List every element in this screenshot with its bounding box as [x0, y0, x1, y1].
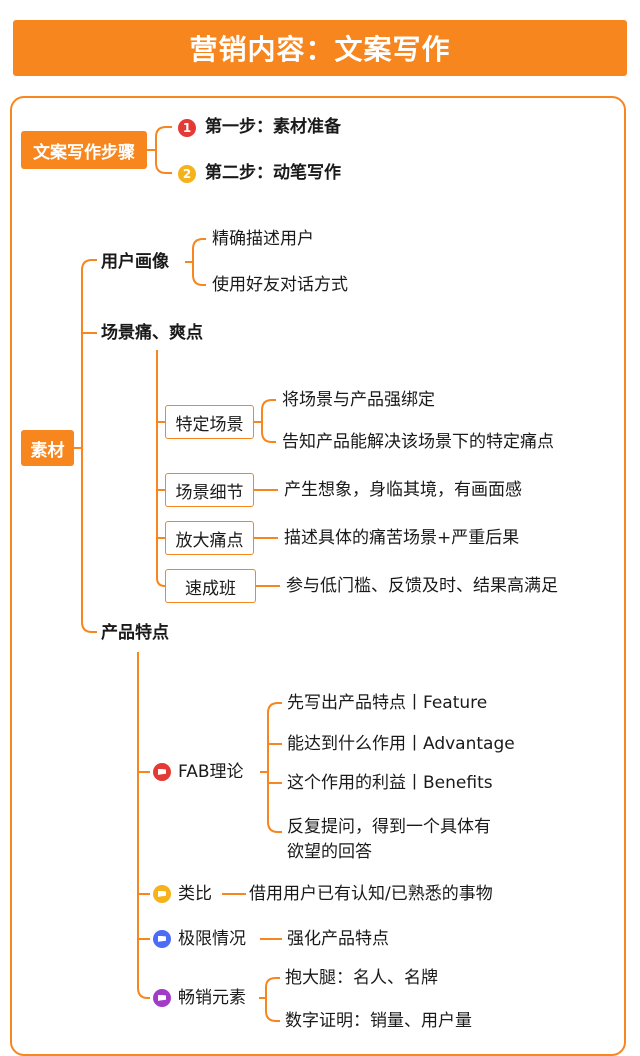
user-portrait-item-1: 精确描述用户 [212, 229, 314, 249]
bestseller-item-1: 抱大腿：名人、名牌 [285, 968, 438, 988]
connector-fab [260, 702, 282, 833]
scene-detail-label: 场景细节 [175, 482, 244, 503]
amplify-pain-label: 放大痛点 [175, 530, 244, 551]
fab-item-5: 欲望的回答 [287, 842, 372, 862]
steps-root-node: 文案写作步骤 [21, 131, 147, 169]
scene-node: 场景痛、爽点 [101, 323, 203, 343]
connector-scene-leaves [254, 489, 280, 587]
page-title: 营销内容：文案写作 [189, 33, 451, 66]
connector-scene [156, 350, 166, 587]
step-1-label: 第一步：素材准备 [205, 117, 341, 137]
crash-course-item-1: 参与低门槛、反馈及时、结果高满足 [286, 576, 558, 596]
title-banner: 营销内容：文案写作 [13, 20, 627, 76]
fab-item-2: 能达到什么作用丨Advantage [287, 734, 515, 754]
analogy-node: 类比 [178, 884, 212, 904]
product-node: 产品特点 [101, 623, 169, 643]
scene-detail-item-1: 产生想象，身临其境，有画面感 [284, 480, 522, 500]
specific-scene-node: 特定场景 [165, 405, 254, 439]
step-1-badge: 1 [178, 119, 196, 137]
amplify-pain-node: 放大痛点 [165, 521, 254, 555]
connector-analogy-extreme [222, 893, 282, 940]
amplify-pain-item-1: 描述具体的痛苦场景+严重后果 [284, 528, 520, 548]
step-2-label: 第二步：动笔写作 [205, 163, 341, 183]
crash-course-label: 速成班 [185, 578, 236, 599]
fab-node: FAB理论 [178, 762, 244, 782]
connector-specific-scene [254, 399, 276, 443]
bestseller-node: 畅销元素 [178, 988, 246, 1008]
user-portrait-node: 用户画像 [101, 252, 169, 272]
step-1-number: 1 [182, 121, 192, 135]
extreme-case-item-1: 强化产品特点 [287, 929, 389, 949]
material-root-label: 素材 [30, 440, 65, 461]
connector-steps [147, 126, 172, 174]
connector-material [74, 259, 97, 633]
material-root-node: 素材 [21, 430, 74, 466]
blue-flag-icon [153, 930, 171, 948]
step-2-number: 2 [182, 167, 192, 181]
steps-root-label: 文案写作步骤 [33, 142, 135, 163]
fab-item-4: 反复提问，得到一个具体有 [287, 817, 491, 837]
step-2-badge: 2 [178, 165, 196, 183]
user-portrait-item-2: 使用好友对话方式 [212, 275, 348, 295]
analogy-item-1: 借用用户已有认知/已熟悉的事物 [249, 884, 493, 904]
fab-item-1: 先写出产品特点丨Feature [287, 693, 488, 713]
connector-product [137, 652, 150, 999]
crash-course-node: 速成班 [165, 569, 256, 603]
specific-scene-item-2: 告知产品能解决该场景下的特定痛点 [282, 432, 554, 452]
scene-detail-node: 场景细节 [165, 473, 254, 507]
connector-user-portrait [185, 238, 206, 286]
yellow-flag-icon [153, 885, 171, 903]
specific-scene-item-1: 将场景与产品强绑定 [282, 390, 435, 410]
bestseller-item-2: 数字证明：销量、用户量 [285, 1011, 472, 1031]
connector-bestseller [259, 977, 280, 1022]
purple-flag-icon [153, 989, 171, 1007]
fab-item-3: 这个作用的利益丨Benefits [287, 773, 493, 793]
specific-scene-label: 特定场景 [175, 414, 244, 435]
red-flag-icon [153, 763, 171, 781]
extreme-case-node: 极限情况 [178, 929, 246, 949]
